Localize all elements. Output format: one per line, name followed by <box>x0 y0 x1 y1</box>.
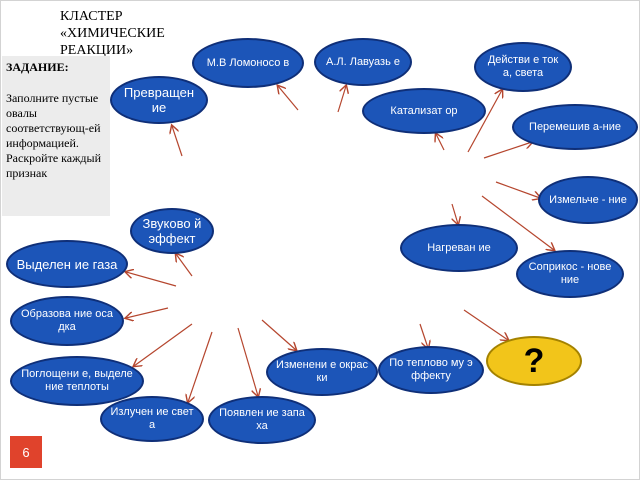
task-text: Заполните пустые овалы соответствующ-ей … <box>6 91 102 180</box>
task-box: ЗАДАНИЕ: Заполните пустые овалы соответс… <box>2 56 110 216</box>
oval-heat[interactable]: Поглощени е, выделение теплоты <box>10 356 144 406</box>
arrow-thermal <box>419 323 428 348</box>
oval-unknown[interactable]: ? <box>486 336 582 386</box>
arrow-precipitate <box>126 307 169 318</box>
oval-contact[interactable]: Соприкос - новение <box>516 250 624 298</box>
title-line-1: КЛАСТЕР <box>60 9 123 24</box>
oval-color[interactable]: Изменени е окраски <box>266 348 378 396</box>
arrow-light <box>188 331 213 402</box>
oval-current[interactable]: Действи е тока, света <box>474 42 572 92</box>
arrow-contact <box>481 195 554 250</box>
oval-precipitate[interactable]: Образова ние осадка <box>10 296 124 346</box>
arrow-current <box>467 90 502 153</box>
task-heading: ЗАДАНИЕ: <box>6 60 69 74</box>
arrow-transform <box>172 126 183 157</box>
oval-heating[interactable]: Нагреван ие <box>400 224 518 272</box>
oval-light[interactable]: Излучен ие света <box>100 396 204 442</box>
oval-grinding[interactable]: Измельче - ние <box>538 176 638 224</box>
arrow-gas <box>126 272 177 287</box>
arrow-stirring <box>483 142 532 159</box>
arrow-catalyst <box>436 134 445 151</box>
arrow-heat <box>134 323 193 366</box>
slide-title: КЛАСТЕР «ХИМИЧЕСКИЕ РЕАКЦИИ» <box>60 8 230 59</box>
slide-number-badge: 6 <box>10 436 42 468</box>
oval-transform[interactable]: Превращен ие <box>110 76 208 124</box>
arrow-sound <box>176 254 193 277</box>
oval-smell[interactable]: Появлен ие запаха <box>208 396 316 444</box>
oval-lavoisier[interactable]: А.Л. Лавуазь е <box>314 38 412 86</box>
oval-thermal[interactable]: По теплово му эффекту <box>378 346 484 394</box>
arrow-unknown <box>463 309 508 340</box>
oval-sound[interactable]: Звуково й эффект <box>130 208 214 254</box>
arrow-grinding <box>495 181 540 198</box>
arrow-lavoisier <box>337 86 346 113</box>
oval-stirring[interactable]: Перемешив а-ние <box>512 104 638 150</box>
title-line-2: «ХИМИЧЕСКИЕ РЕАКЦИИ» <box>60 26 165 58</box>
arrow-lomonosov <box>278 86 299 111</box>
oval-lomonosov[interactable]: М.В Ломоносо в <box>192 38 304 88</box>
oval-gas[interactable]: Выделен ие газа <box>6 240 128 288</box>
oval-catalyst[interactable]: Катализат ор <box>362 88 486 134</box>
arrow-smell <box>237 327 258 396</box>
arrow-color <box>261 319 296 350</box>
arrow-heating <box>452 203 458 224</box>
